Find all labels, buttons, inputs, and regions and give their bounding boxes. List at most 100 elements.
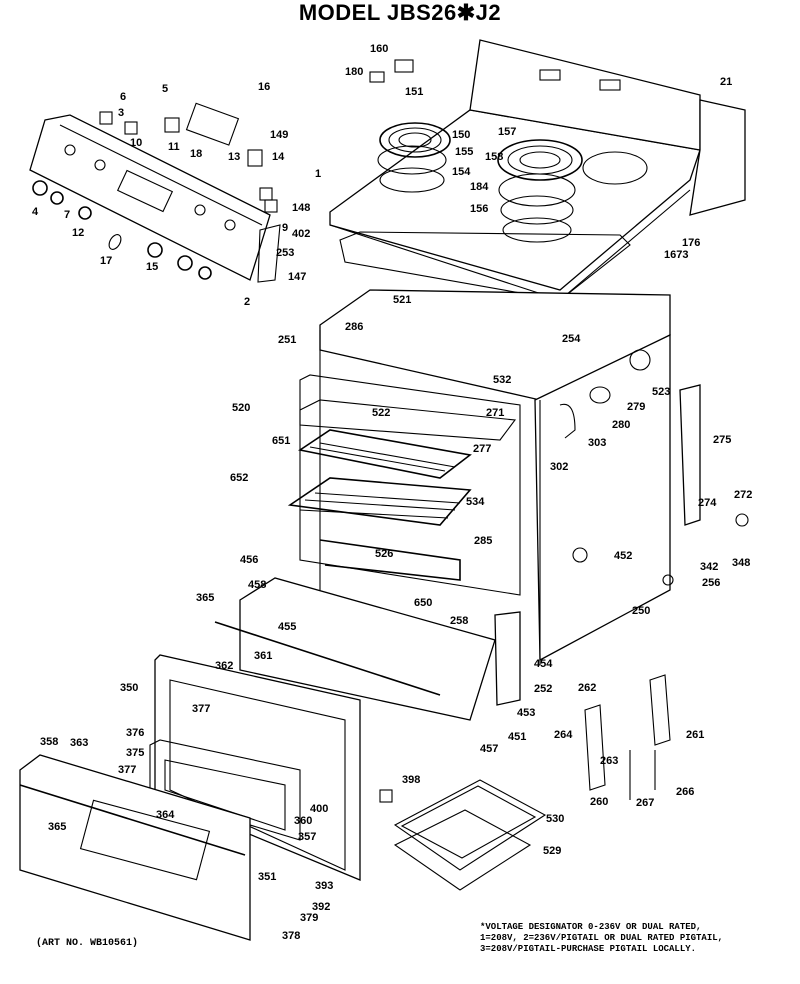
part-label: 286: [345, 321, 363, 333]
part-label: 365: [48, 821, 66, 833]
part-label: 4: [32, 206, 39, 218]
part-label: 521: [393, 294, 411, 306]
part-label: 156: [470, 203, 488, 215]
part-label: 379: [300, 912, 318, 924]
footnote-line: 1=208V, 2=236V/PIGTAIL OR DUAL RATED PIG…: [480, 933, 724, 943]
part-label: 258: [450, 615, 468, 627]
surface-unit-small: [377, 122, 451, 193]
part-label: 5: [162, 83, 168, 95]
part-label: 378: [282, 930, 300, 942]
part-label: 652: [230, 472, 248, 484]
part-label: 16: [258, 81, 270, 93]
door-hinges: [584, 674, 671, 800]
part-label: 452: [614, 550, 632, 562]
part-label: 271: [486, 407, 504, 419]
part-label: 363: [70, 737, 88, 749]
part-label: 264: [554, 729, 573, 741]
part-label: 1: [315, 168, 321, 180]
oven-rack-upper: [297, 429, 472, 479]
part-label: 360: [294, 815, 312, 827]
part-label: 520: [232, 402, 250, 414]
part-label: 272: [734, 489, 752, 501]
rear-bracket: [689, 99, 746, 216]
part-label: 351: [258, 871, 276, 883]
inner-door-panel: [154, 654, 361, 881]
leveling-leg: [662, 513, 749, 586]
part-label: 285: [474, 535, 492, 547]
part-label: 402: [292, 228, 310, 240]
part-label: 15: [146, 261, 158, 273]
part-label: 361: [254, 650, 272, 662]
part-label: 303: [588, 437, 606, 449]
part-label: 157: [498, 126, 516, 138]
control-panel: [29, 114, 271, 281]
part-label: 176: [682, 237, 700, 249]
part-label: 451: [508, 731, 526, 743]
part-label: 251: [278, 334, 296, 346]
part-label: 376: [126, 727, 144, 739]
part-label: 400: [310, 803, 328, 815]
part-label: 523: [652, 386, 670, 398]
knobs: [32, 180, 212, 280]
part-label: 11: [168, 141, 180, 153]
drip-tray: [339, 231, 631, 301]
part-label: 365: [196, 592, 214, 604]
part-label: 3: [118, 107, 124, 119]
voltage-footnote: *VOLTAGE DESIGNATOR 0-236V OR DUAL RATED…: [480, 922, 780, 955]
part-label: 154: [452, 166, 471, 178]
part-label: 14: [272, 151, 285, 163]
part-label: 13: [228, 151, 240, 163]
part-label: 158: [485, 151, 503, 163]
part-label: 342: [700, 561, 718, 573]
part-label: 275: [713, 434, 731, 446]
part-label: 522: [372, 407, 390, 419]
part-label: 651: [272, 435, 290, 447]
part-label: 267: [636, 797, 654, 809]
part-label: 21: [720, 76, 732, 88]
part-label: 392: [312, 901, 330, 913]
part-label: 302: [550, 461, 568, 473]
part-label: 280: [612, 419, 630, 431]
part-label: 362: [215, 660, 233, 672]
part-label: 456: [240, 554, 258, 566]
footnote-line: *VOLTAGE DESIGNATOR 0-236V OR DUAL RATED…: [480, 922, 702, 932]
art-number: (ART NO. WB10561): [36, 938, 139, 949]
part-label: 377: [192, 703, 210, 715]
surface-unit-large: [497, 139, 583, 243]
part-label: 532: [493, 374, 511, 386]
part-label: 377: [118, 764, 136, 776]
part-label: 184: [470, 181, 489, 193]
part-label: 6: [120, 91, 126, 103]
part-label: 375: [126, 747, 144, 759]
part-label: 526: [375, 548, 393, 560]
part-label: 650: [414, 597, 432, 609]
part-label: 17: [100, 255, 112, 267]
part-label: 260: [590, 796, 608, 808]
part-label: 358: [40, 736, 58, 748]
part-label: 277: [473, 443, 491, 455]
part-label: 262: [578, 682, 596, 694]
part-label: 357: [298, 831, 316, 843]
part-label: 455: [278, 621, 296, 633]
part-label: 2: [244, 296, 250, 308]
part-label: 147: [288, 271, 306, 283]
outer-door: [19, 754, 251, 941]
part-label: 149: [270, 129, 288, 141]
part-label: 160: [370, 43, 388, 55]
part-label: 155: [455, 146, 473, 158]
part-label: 180: [345, 66, 363, 78]
part-label: 9: [282, 222, 288, 234]
part-label: 398: [402, 774, 420, 786]
thermostat-parts: [559, 349, 651, 439]
part-label: 350: [120, 682, 138, 694]
footnote-line: 3=208V/PIGTAIL-PURCHASE PIGTAIL LOCALLY.: [480, 944, 697, 954]
broiler-pan: [379, 779, 547, 891]
part-label: 274: [698, 497, 717, 509]
part-label: 348: [732, 557, 750, 569]
oven-liner: [299, 374, 521, 596]
part-label: 266: [676, 786, 694, 798]
part-label: 279: [627, 401, 645, 413]
part-label: 148: [292, 202, 310, 214]
cooktop: [329, 39, 701, 301]
